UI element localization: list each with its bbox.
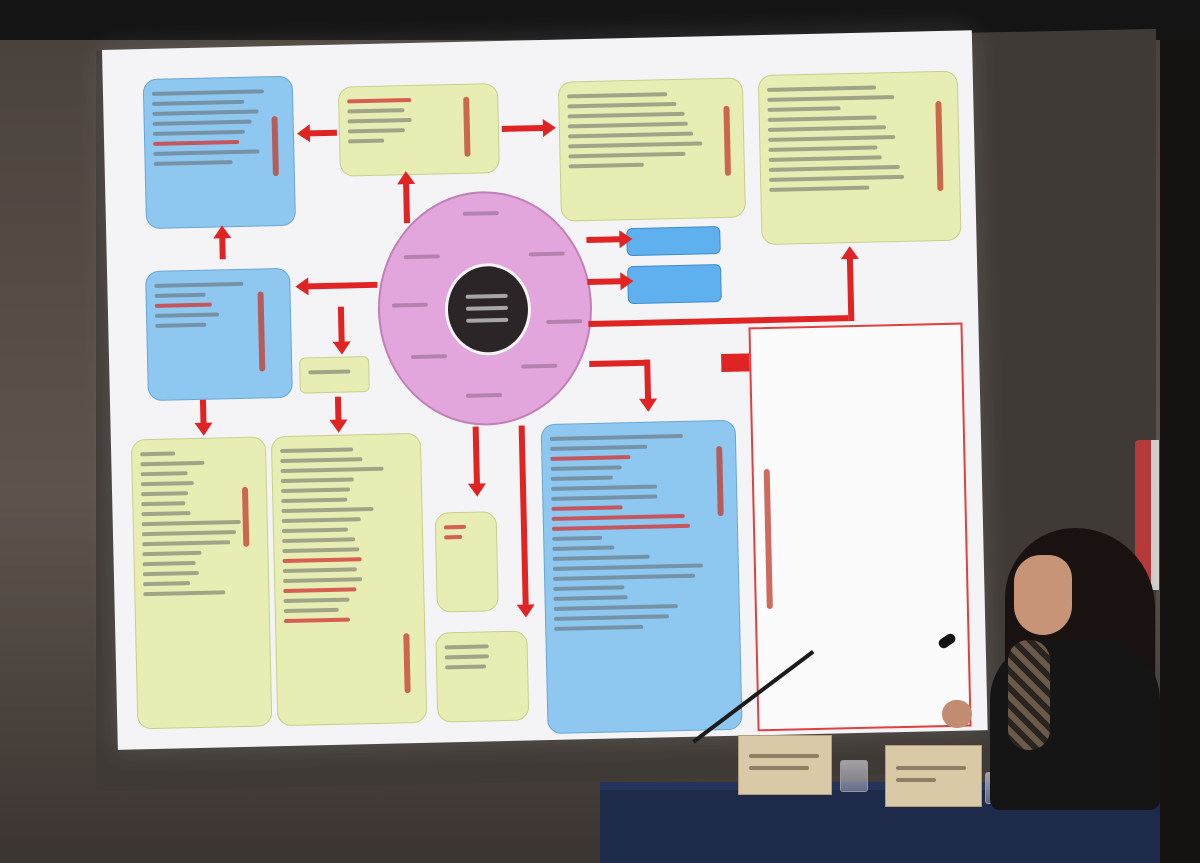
diagram-box — [130, 436, 273, 730]
arrow — [846, 258, 855, 322]
diagram-box — [145, 267, 293, 402]
nameplate — [738, 735, 832, 795]
arrow — [337, 306, 345, 343]
highlighted-list-panel — [748, 322, 972, 732]
arrow — [501, 124, 544, 132]
wall-edge — [1160, 40, 1200, 863]
water-glass — [840, 760, 868, 792]
speaker-face — [1014, 555, 1072, 635]
arrow — [586, 236, 621, 244]
diagram-box — [757, 70, 962, 246]
diagram-box — [626, 226, 721, 257]
diagram-box — [299, 356, 370, 394]
projected-slide — [102, 30, 988, 750]
arrow — [219, 237, 226, 260]
speaker-scarf — [1008, 640, 1050, 750]
diagram-box — [337, 83, 500, 177]
diagram-box — [435, 630, 530, 723]
arrow — [589, 359, 650, 368]
arrow — [307, 281, 378, 290]
nameplate — [885, 745, 982, 807]
arrow — [334, 396, 342, 421]
diagram-box — [627, 264, 722, 305]
arrow — [518, 425, 529, 606]
speaker-hand — [942, 700, 972, 728]
arrow — [403, 183, 411, 224]
diagram-box — [540, 419, 743, 735]
arrow — [644, 359, 652, 400]
arrow — [199, 399, 207, 424]
arrow — [308, 129, 338, 137]
diagram-box — [434, 511, 499, 613]
arrow — [472, 426, 480, 485]
arrow — [587, 278, 622, 286]
diagram-box — [557, 77, 746, 222]
